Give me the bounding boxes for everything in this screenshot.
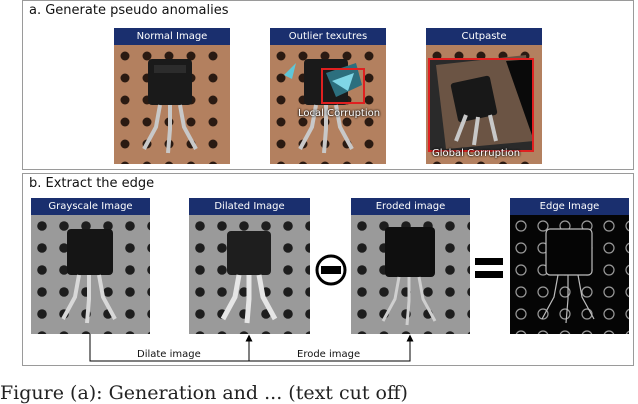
- panel-generate-anomalies: a. Generate pseudo anomalies Normal Imag…: [22, 0, 634, 170]
- card-label: Cutpaste: [426, 28, 542, 45]
- transistor-photo: [114, 45, 230, 164]
- card-label: Normal Image: [114, 28, 230, 45]
- local-corruption-label: Local Corruption: [298, 108, 380, 119]
- global-corruption-label: Global Corruption: [432, 148, 520, 159]
- card-normal-image: Normal Image: [114, 28, 230, 164]
- card-label: Outlier texutres: [270, 28, 386, 45]
- cutpaste-image: Global Corruption: [426, 45, 542, 164]
- erode-image-label: Erode image: [297, 349, 360, 360]
- outlier-image: Local Corruption: [270, 45, 386, 164]
- flow-arrows: [23, 174, 635, 367]
- transistor-photo-global-corruption: [426, 45, 542, 164]
- figure-caption: Figure (a): Generation and ... (text cut…: [0, 382, 408, 404]
- normal-image: [114, 45, 230, 164]
- card-cutpaste: Cutpaste Global Corruption: [426, 28, 542, 164]
- panel-a-title: a. Generate pseudo anomalies: [29, 3, 228, 18]
- panel-extract-edge: b. Extract the edge Grayscale Image Dila…: [22, 173, 634, 366]
- card-outlier-textures: Outlier texutres Local Corruption: [270, 28, 386, 164]
- dilate-image-label: Dilate image: [137, 349, 201, 360]
- transistor-photo-local-corruption: [270, 45, 386, 164]
